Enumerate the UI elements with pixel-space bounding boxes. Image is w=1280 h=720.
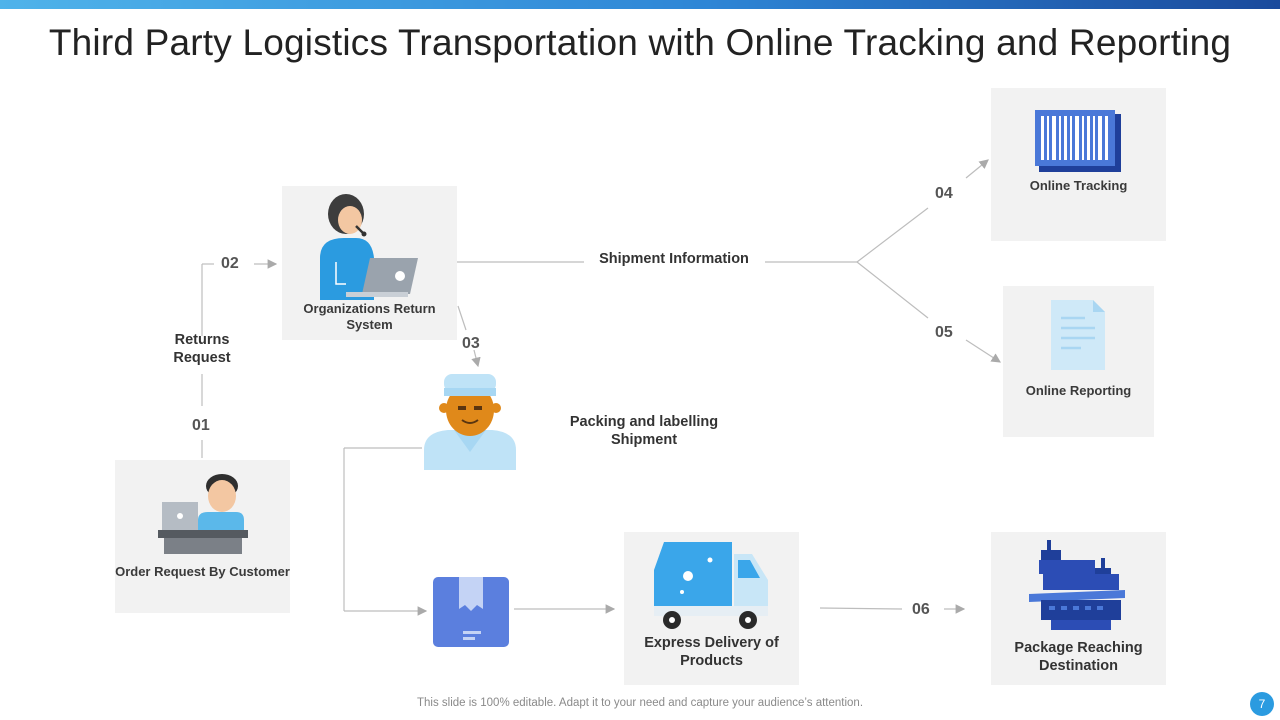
express-delivery-label: Express Delivery of Products (644, 635, 779, 669)
returns-request-label: Returns Request (173, 332, 231, 366)
delivery-truck-icon (654, 542, 768, 629)
page-title: Third Party Logistics Transportation wit… (48, 22, 1232, 63)
document-icon (1051, 300, 1105, 370)
package-destination-label: Package Reaching Destination (1014, 640, 1143, 674)
online-tracking-label: Online Tracking (1029, 178, 1128, 193)
customer-laptop-icon (158, 474, 248, 554)
delivery-worker-icon (424, 374, 516, 470)
page-number-badge: 7 (1250, 692, 1274, 716)
top-accent-bar (0, 0, 1280, 9)
online-tracking-card: Online Tracking (991, 88, 1166, 241)
step-01-number: 01 (192, 417, 210, 434)
step-03-number: 03 (462, 335, 480, 352)
footer-note: This slide is 100% editable. Adapt it to… (416, 697, 864, 709)
online-reporting-card: Online Reporting (1003, 286, 1154, 437)
step-06-number: 06 (912, 601, 930, 618)
online-reporting-label: Online Reporting (1025, 383, 1132, 398)
organizations-return-label: Organizations Return System (303, 301, 436, 332)
cargo-ship-icon (1029, 540, 1125, 630)
express-delivery-card: Express Delivery of Products (624, 532, 799, 685)
step-05-number: 05 (935, 324, 953, 341)
order-request-card: Order Request By Customer (115, 460, 290, 613)
barcode-icon (1035, 110, 1121, 172)
order-request-label: Order Request By Customer (115, 564, 290, 579)
step-04-number: 04 (935, 185, 953, 202)
packing-labelling-label: Packing and labelling Shipment (569, 414, 719, 448)
support-agent-icon (320, 194, 418, 300)
package-box-icon (433, 577, 509, 647)
package-destination-card: Package Reaching Destination (991, 532, 1166, 685)
shipment-information-label: Shipment Information (599, 251, 749, 267)
step-02-number: 02 (221, 255, 239, 272)
organizations-return-card: Organizations Return System (282, 186, 457, 340)
